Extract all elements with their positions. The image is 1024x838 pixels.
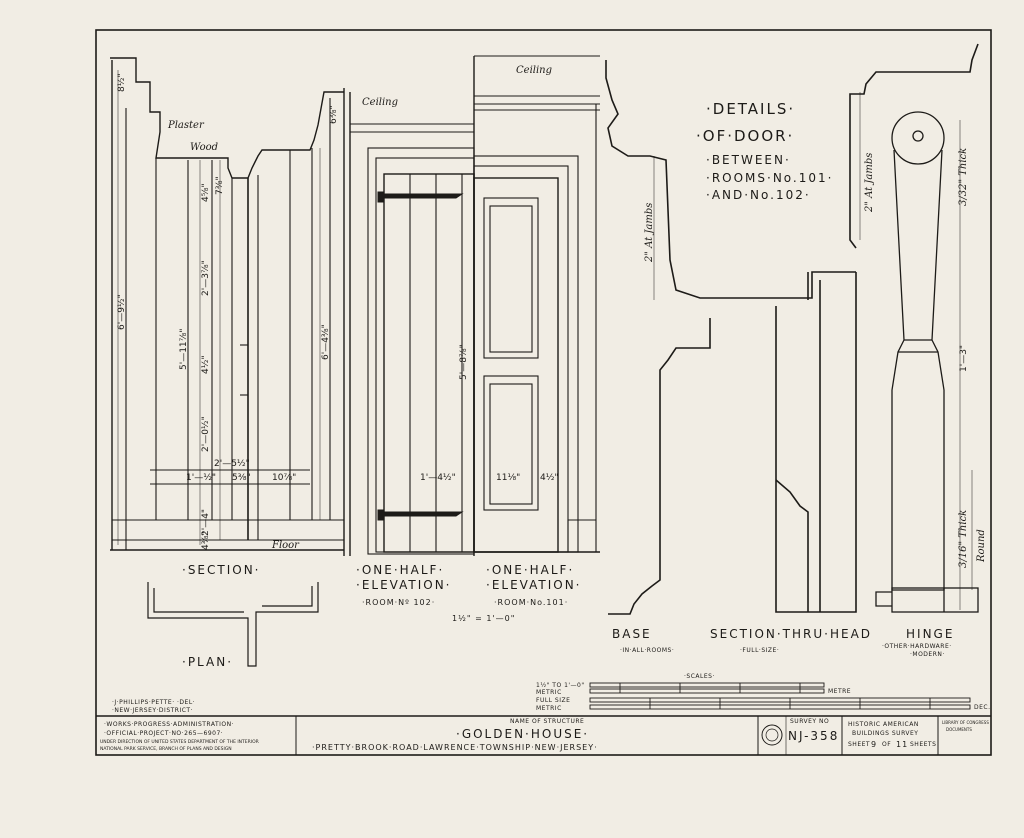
scale-row2: METRIC [536,689,562,696]
dim-d5: 2'—3⅞" [201,260,211,296]
note-floor: Floor [271,540,300,551]
ceiling-note-102: Ceiling [362,97,398,108]
wpa-line1: ·WORKS·PROGRESS·ADMINISTRATION· [104,721,234,728]
elev102-title3: ·ROOM·Nº 102· [362,598,435,607]
dim-d4: 4⅝" [201,183,211,202]
dim-d11: 10⅞" [272,473,296,483]
sheet-of: OF [882,741,891,748]
details-title-line3: ·BETWEEN· [706,153,791,167]
note-wood: Wood [190,142,218,153]
details-title-line2: ·OF·DOOR· [696,127,794,145]
wpa-line2: ·OFFICIAL·PROJECT·NO·265—6907· [104,730,223,737]
section-title: ·SECTION· [182,563,261,577]
habs-seal-icon [761,724,783,746]
elevation-101-drawing [473,55,600,556]
hinge-drawing [875,111,979,613]
sheet-number: 9 [871,740,877,749]
loc-line2: DOCUMENTS [946,727,972,732]
elev101-title3: ·ROOM·No.101· [494,598,568,607]
dim-d3: 5'—11⅞" [179,328,189,370]
hinge-subtitle1: ·OTHER·HARDWARE· [882,643,952,650]
scale-unit-metre: METRE [828,688,851,695]
dim-d16: 7⅜" [215,176,225,195]
dim-d9: 1'—½" [186,473,216,483]
wpa-line4: NATIONAL PARK SERVICE, BRANCH OF PLANS A… [100,746,232,752]
sheet-total: 11 [896,740,908,749]
dim-d14: 6'—4⅜" [321,324,331,360]
elevation-102-drawing [349,92,475,556]
credit-line1: ·J·PHILLIPS·PETTE· ·DEL· [112,699,195,706]
dim-d1: 8½" [117,73,127,92]
dim-d2: 6'—9½" [117,294,127,330]
sheet-prefix: SHEET [848,741,870,748]
sheet-suffix: SHEETS [910,741,936,748]
head-title: SECTION·THRU·HEAD [710,627,872,641]
scale-row3: FULL SIZE [536,697,570,704]
credit-line2: ·NEW·JERSEY·DISTRICT· [112,707,193,714]
head-subtitle: ·FULL·SIZE· [740,647,779,654]
elev102-title2: ·ELEVATION· [356,578,452,592]
habs-line2: BUILDINGS SURVEY [852,730,918,737]
plan-drawing [147,582,319,667]
dim-elev-a: 11⅛" [496,473,520,483]
hinge-thick2: 3/16" Thick [958,510,969,568]
elev102-title1: ·ONE·HALF· [356,563,444,577]
survey-label: SURVEY NO [790,718,829,725]
elev101-title2: ·ELEVATION· [486,578,582,592]
loc-line1: LIBRARY OF CONGRESS [942,720,989,725]
note-plaster: Plaster [167,120,205,131]
details-title-line5: ·AND·No.102· [706,188,811,202]
ceiling-note-101: Ceiling [516,65,552,76]
wpa-line3: UNDER DIRECTION OF UNITED STATES DEPARTM… [100,739,259,745]
dim-d6: 4½" [201,355,211,374]
sheet-border [95,29,992,756]
scale-bars [589,682,971,710]
dim-elev-height: 5'—8⅞" [459,344,469,380]
head-jamb-note: 2" At Jambs [864,153,875,213]
dim-elev-b: 4½" [540,473,559,483]
elev101-title1: ·ONE·HALF· [486,563,574,577]
section-drawing [110,57,345,556]
elevation-scale: 1½" = 1'—0" [452,614,515,623]
details-title-line1: ·DETAILS· [706,100,795,118]
hinge-subtitle2: ·MODERN· [910,651,945,658]
base-subtitle: ·IN·ALL·ROOMS· [620,647,674,654]
hinge-thick1: 3/32" Thick [958,148,969,206]
habs-line1: HISTORIC AMERICAN [848,721,919,728]
dim-d10: 5⅜" [232,473,251,483]
dim-d13: 2'—4" [201,509,211,536]
head-section-drawing [605,43,979,613]
structure-location: ·PRETTY·BROOK·ROAD·LAWRENCE·TOWNSHIP·NEW… [312,743,598,752]
dim-d8: 2'—5½" [214,459,250,469]
dim-elev-width: 1'—4½" [420,473,456,483]
hinge-length: 1'—3" [959,345,969,372]
base-title: BASE [612,627,652,641]
structure-name: ·GOLDEN·HOUSE· [456,727,589,741]
details-title-line4: ·ROOMS·No.101· [706,171,833,185]
hinge-title: HINGE [906,627,954,641]
dim-d7: 2'—0½" [201,416,211,452]
scale-unit-dec: DEC. [974,704,991,711]
base-jamb-note: 2" At Jambs [644,203,655,263]
base-drawing [608,318,711,615]
scale-row4: METRIC [536,705,562,712]
dim-d12: 4⅜" [201,531,211,550]
dim-d15: 6⅜" [329,105,339,124]
scale-row1: 1½" TO 1'—0" [536,682,585,689]
plan-title: ·PLAN· [182,655,233,669]
name-label: NAME OF STRUCTURE [510,718,584,725]
hinge-round: Round [976,529,987,563]
survey-number: NJ-358 [788,729,839,743]
scales-heading: ·SCALES· [684,673,715,680]
